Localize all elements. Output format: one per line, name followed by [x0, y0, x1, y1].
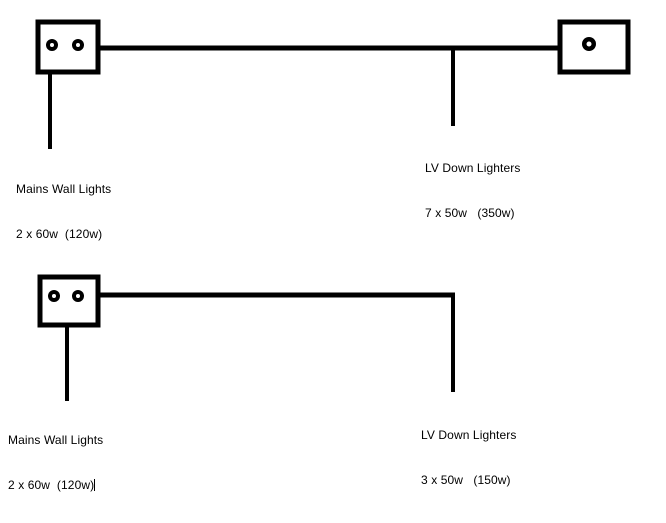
lower-mains-label-line2-wrap: 2 x 60w (120w)	[8, 478, 103, 493]
lower-lv-label-line1: LV Down Lighters	[421, 428, 517, 442]
wiring-diagram-graphics	[35, 19, 631, 401]
upper-mains-label-line1: Mains Wall Lights	[16, 182, 112, 196]
upper-lv-label-line1: LV Down Lighters	[425, 161, 521, 175]
lower-switch-terminal-1-inner	[52, 294, 56, 298]
lower-switch-box	[37, 274, 101, 328]
upper-switch-terminal-1-inner	[50, 43, 54, 47]
lower-mains-label-line1: Mains Wall Lights	[8, 433, 104, 447]
upper-mains-label-line2: 2 x 60w (120w)	[16, 227, 103, 241]
lower-lv-label-line2: 3 x 50w (150w)	[421, 473, 511, 487]
lower-switch-terminal-2-inner	[76, 294, 80, 298]
diagram-canvas: Mains Wall Lights 2 x 60w (120w) LV Down…	[8, 19, 631, 492]
upper-switch-terminal-2-inner	[76, 43, 80, 47]
lower-mains-wall-lights-label: Mains Wall Lights 2 x 60w (120w)	[8, 403, 103, 523]
text-caret	[94, 479, 96, 491]
upper-mains-wall-lights-label: Mains Wall Lights 2 x 60w (120w)	[16, 152, 111, 272]
upper-lv-label-line2: 7 x 50w (350w)	[425, 206, 515, 220]
upper-lv-down-lighters-label: LV Down Lighters 7 x 50w (350w)	[425, 131, 520, 251]
lower-mains-label-line2: 2 x 60w (120w)	[8, 478, 95, 492]
upper-transformer-terminal-inner	[586, 41, 592, 47]
lower-lv-down-lighters-label: LV Down Lighters 3 x 50w (150w)	[421, 398, 516, 518]
